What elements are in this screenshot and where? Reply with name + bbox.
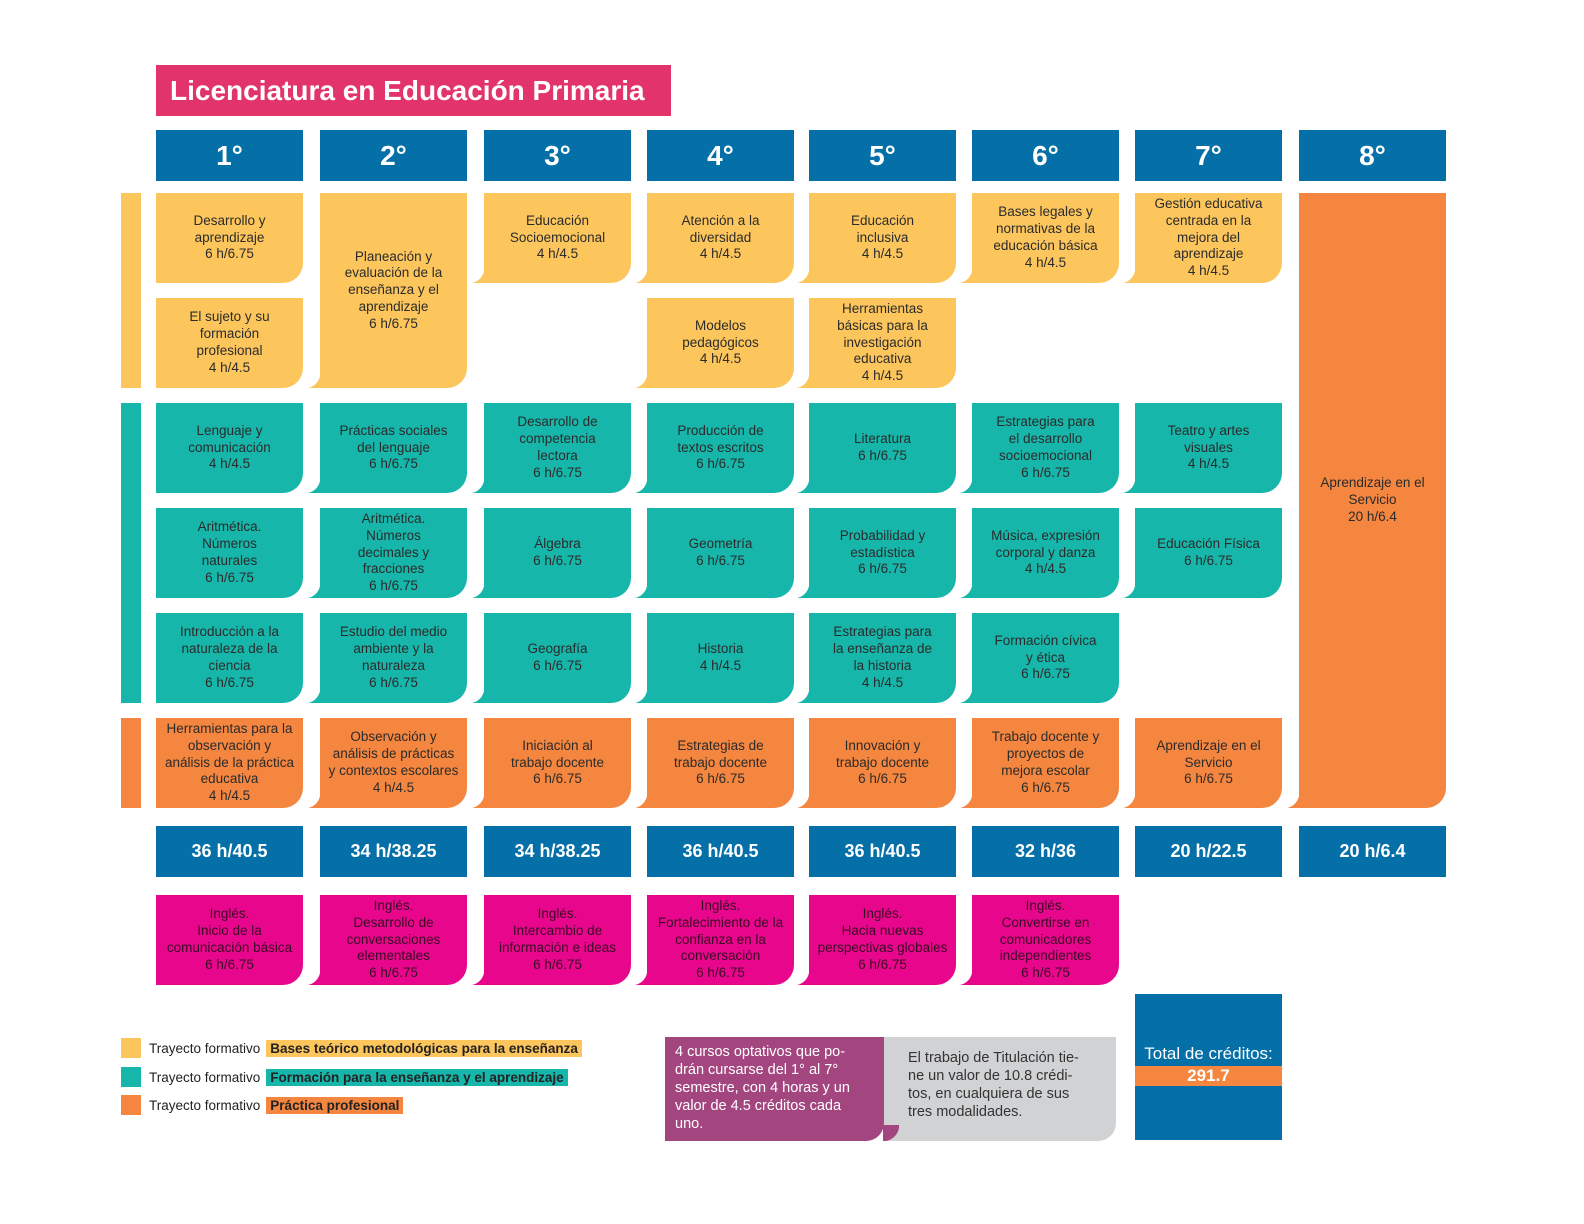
course-card-bases: Herramientas básicas para la investigaci… xyxy=(794,298,956,388)
legend-prefix: Trayecto formativo xyxy=(149,1097,261,1113)
semester-header: 4° xyxy=(647,130,794,181)
course-card-practica: Herramientas para la observación y análi… xyxy=(156,718,303,808)
semester-header: 7° xyxy=(1135,130,1282,181)
course-card-formacion: Lenguaje y comunicación 4 h/4.5 xyxy=(156,403,303,493)
course-card-practica: Trabajo docente y proyectos de mejora es… xyxy=(957,718,1119,808)
semester-header: 3° xyxy=(484,130,631,181)
legend-swatch xyxy=(121,1038,141,1058)
total-creditos-value: 291.7 xyxy=(1135,1066,1282,1086)
course-card-formacion: Estrategias para el desarrollo socioemoc… xyxy=(957,403,1119,493)
semester-total: 20 h/22.5 xyxy=(1135,826,1282,877)
legend-item-practica: Trayecto formativo Práctica profesional xyxy=(121,1095,404,1115)
course-card-formacion: Teatro y artes visuales 4 h/4.5 xyxy=(1120,403,1282,493)
course-card-bases: Bases legales y normativas de la educaci… xyxy=(957,193,1119,283)
semester-header: 2° xyxy=(320,130,467,181)
course-card-formacion: Desarrollo de competencia lectora 6 h/6.… xyxy=(469,403,631,493)
course-card-formacion: Álgebra 6 h/6.75 xyxy=(469,508,631,598)
legend-swatch xyxy=(121,1095,141,1115)
course-card-formacion: Geografía 6 h/6.75 xyxy=(469,613,631,703)
legend-name: Práctica profesional xyxy=(266,1096,404,1114)
semester-total: 36 h/40.5 xyxy=(156,826,303,877)
course-card-ingles: Inglés. Convertirse en comunicadores ind… xyxy=(957,895,1119,985)
course-card-practica: Observación y análisis de prácticas y co… xyxy=(305,718,467,808)
page-title: Licenciatura en Educación Primaria xyxy=(156,65,671,116)
course-card-formacion: Estrategias para la enseñanza de la hist… xyxy=(794,613,956,703)
course-card-formacion: Prácticas sociales del lenguaje 6 h/6.75 xyxy=(305,403,467,493)
course-card-practica: Innovación y trabajo docente 6 h/6.75 xyxy=(794,718,956,808)
semester-total: 20 h/6.4 xyxy=(1299,826,1446,877)
course-card-formacion: Aritmética. Números decimales y fraccion… xyxy=(305,508,467,598)
course-card-formacion: Formación cívica y ética 6 h/6.75 xyxy=(957,613,1119,703)
course-card-practica: Aprendizaje en el Servicio 20 h/6.4 xyxy=(1284,193,1446,808)
course-card-bases: Gestión educativa centrada en la mejora … xyxy=(1120,193,1282,283)
legend-swatch xyxy=(121,1067,141,1087)
course-card-ingles: Inglés. Intercambio de información e ide… xyxy=(469,895,631,985)
course-card-bases: Atención a la diversidad 4 h/4.5 xyxy=(632,193,794,283)
legend-item-formacion: Trayecto formativo Formación para la ense… xyxy=(121,1067,568,1087)
course-card-formacion: Producción de textos escritos 6 h/6.75 xyxy=(632,403,794,493)
total-creditos-label: Total de créditos: xyxy=(1144,1044,1273,1063)
total-creditos-box: Total de créditos: 291.7 xyxy=(1135,994,1282,1140)
course-card-bases: Educación Socioemocional 4 h/4.5 xyxy=(469,193,631,283)
course-card-formacion: Geometría 6 h/6.75 xyxy=(632,508,794,598)
course-card-ingles: Inglés. Hacia nuevas perspectivas global… xyxy=(794,895,956,985)
legend-item-bases: Trayecto formativo Bases teórico metodoló… xyxy=(121,1038,582,1058)
course-card-formacion: Música, expresión corporal y danza 4 h/4… xyxy=(957,508,1119,598)
course-card-ingles: Inglés. Inicio de la comunicación básica… xyxy=(156,895,303,985)
course-card-bases: Educación inclusiva 4 h/4.5 xyxy=(794,193,956,283)
semester-header: 6° xyxy=(972,130,1119,181)
legend-prefix: Trayecto formativo xyxy=(149,1040,261,1056)
course-card-formacion: Estudio del medio ambiente y la naturale… xyxy=(305,613,467,703)
trayecto-bar-practica xyxy=(121,718,141,808)
legend-name: Bases teórico metodológicas para la ense… xyxy=(266,1039,582,1057)
course-card-formacion: Aritmética. Números naturales 6 h/6.75 xyxy=(156,508,303,598)
course-card-bases: Desarrollo y aprendizaje 6 h/6.75 xyxy=(156,193,303,283)
course-card-bases: El sujeto y su formación profesional 4 h… xyxy=(156,298,303,388)
course-card-ingles: Inglés. Desarrollo de conversaciones ele… xyxy=(305,895,467,985)
semester-header: 1° xyxy=(156,130,303,181)
course-card-ingles: Inglés. Fortalecimiento de la confianza … xyxy=(632,895,794,985)
titulacion-note: El trabajo de Titulación tie- ne un valo… xyxy=(883,1037,1116,1141)
course-card-formacion: Introducción a la naturaleza de la cienc… xyxy=(156,613,303,703)
semester-total: 36 h/40.5 xyxy=(647,826,794,877)
legend-name: Formación para la enseñanza y el aprendi… xyxy=(266,1068,568,1086)
semester-total: 34 h/38.25 xyxy=(484,826,631,877)
course-card-formacion: Historia 4 h/4.5 xyxy=(632,613,794,703)
semester-total: 36 h/40.5 xyxy=(809,826,956,877)
semester-header: 5° xyxy=(809,130,956,181)
course-card-formacion: Probabilidad y estadística 6 h/6.75 xyxy=(794,508,956,598)
course-card-bases: Modelos pedagógicos 4 h/4.5 xyxy=(632,298,794,388)
trayecto-bar-bases xyxy=(121,193,141,388)
legend-prefix: Trayecto formativo xyxy=(149,1069,261,1085)
trayecto-bar-formacion xyxy=(121,403,141,703)
course-card-bases: Planeación y evaluación de la enseñanza … xyxy=(305,193,467,388)
course-card-practica: Iniciación al trabajo docente 6 h/6.75 xyxy=(469,718,631,808)
semester-total: 32 h/36 xyxy=(972,826,1119,877)
semester-total: 34 h/38.25 xyxy=(320,826,467,877)
course-card-practica: Aprendizaje en el Servicio 6 h/6.75 xyxy=(1120,718,1282,808)
optativos-note: 4 cursos optativos que po- drán cursarse… xyxy=(665,1037,884,1141)
course-card-formacion: Educación Física 6 h/6.75 xyxy=(1120,508,1282,598)
course-card-practica: Estrategias de trabajo docente 6 h/6.75 xyxy=(632,718,794,808)
semester-header: 8° xyxy=(1299,130,1446,181)
course-card-formacion: Literatura 6 h/6.75 xyxy=(794,403,956,493)
